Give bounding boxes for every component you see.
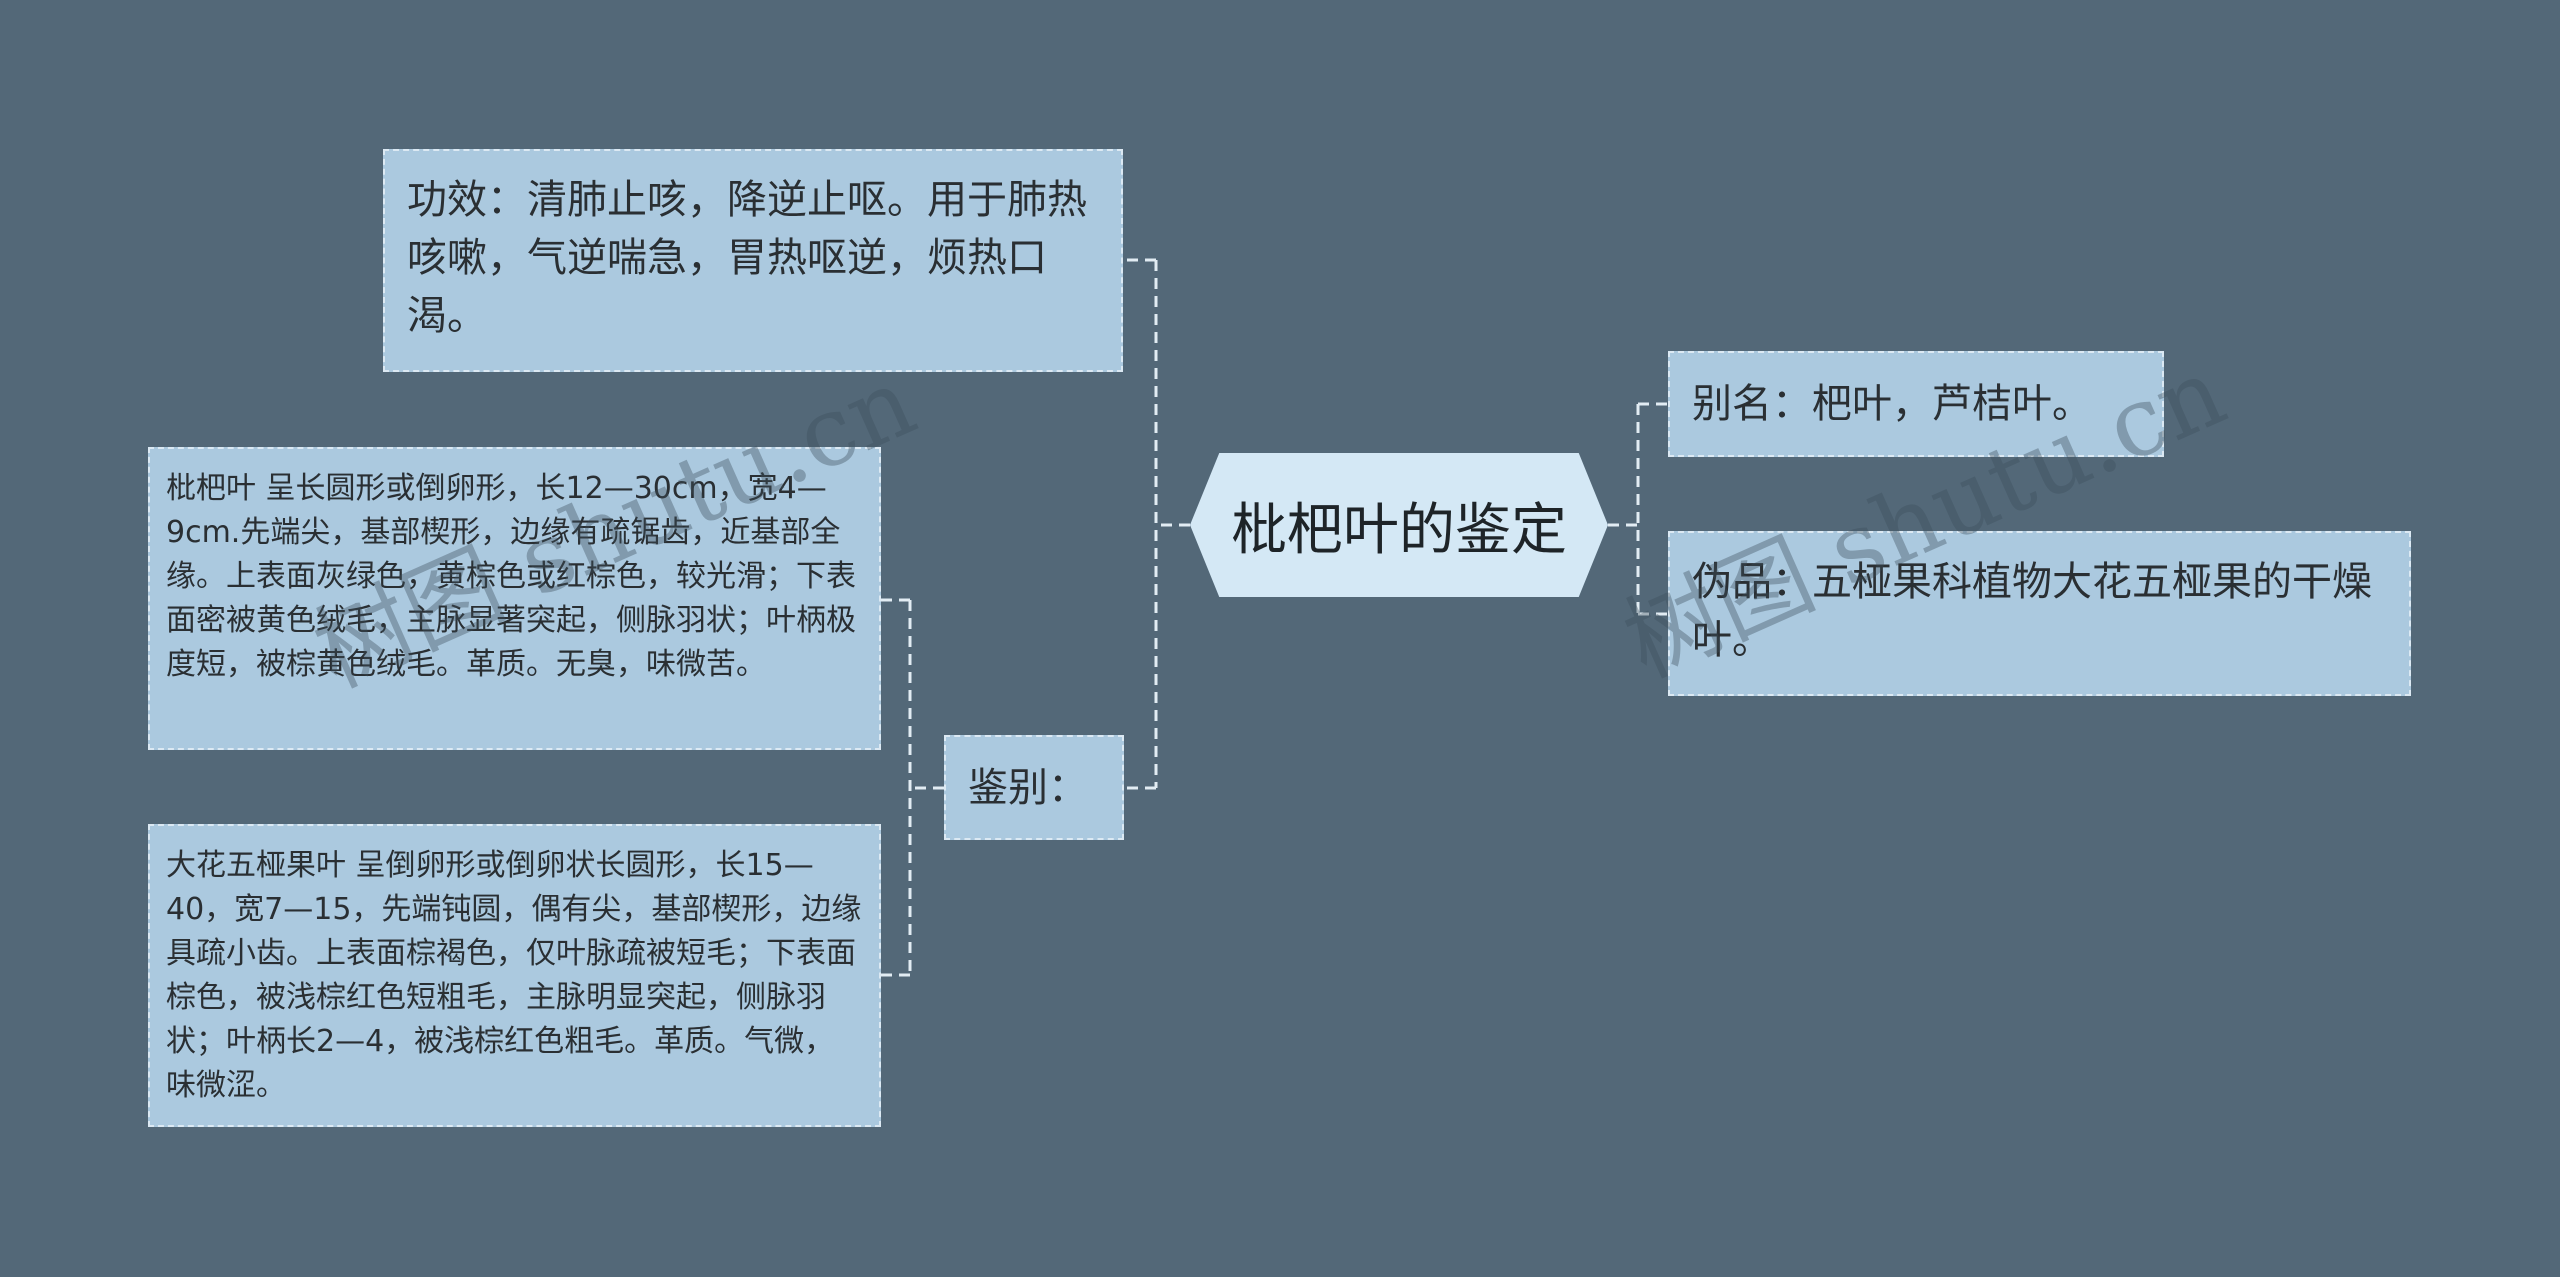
identify-text: 鉴别：: [968, 765, 1088, 811]
root-title: 枇杷叶的鉴定: [1231, 497, 1567, 563]
fake-node[interactable]: 伪品：五桠果科植物大花五桠果的干燥叶。: [1668, 531, 2411, 696]
efficacy-node[interactable]: 功效：清肺止咳，降逆止呕。用于肺热咳嗽，气逆喘急，胃热呕逆，烦热口渴。: [383, 149, 1123, 372]
detail-dillenia-text: 大花五桠果叶 呈倒卵形或倒卵状长圆形，长15—40，宽7—15，先端钝圆，偶有尖…: [166, 848, 862, 1103]
fake-text: 伪品：五桠果科植物大花五桠果的干燥叶。: [1692, 559, 2372, 663]
alias-node[interactable]: 别名：杷叶，芦桔叶。: [1668, 351, 2164, 457]
alias-text: 别名：杷叶，芦桔叶。: [1692, 381, 2092, 427]
detail-loquat-node[interactable]: 枇杷叶 呈长圆形或倒卵形，长12—30cm，宽4—9cm.先端尖，基部楔形，边缘…: [148, 447, 881, 750]
detail-dillenia-node[interactable]: 大花五桠果叶 呈倒卵形或倒卵状长圆形，长15—40，宽7—15，先端钝圆，偶有尖…: [148, 824, 881, 1127]
root-node[interactable]: 枇杷叶的鉴定: [1190, 453, 1608, 597]
detail-loquat-text: 枇杷叶 呈长圆形或倒卵形，长12—30cm，宽4—9cm.先端尖，基部楔形，边缘…: [166, 471, 856, 682]
identify-node[interactable]: 鉴别：: [944, 735, 1124, 840]
efficacy-text: 功效：清肺止咳，降逆止呕。用于肺热咳嗽，气逆喘急，胃热呕逆，烦热口渴。: [407, 177, 1087, 339]
